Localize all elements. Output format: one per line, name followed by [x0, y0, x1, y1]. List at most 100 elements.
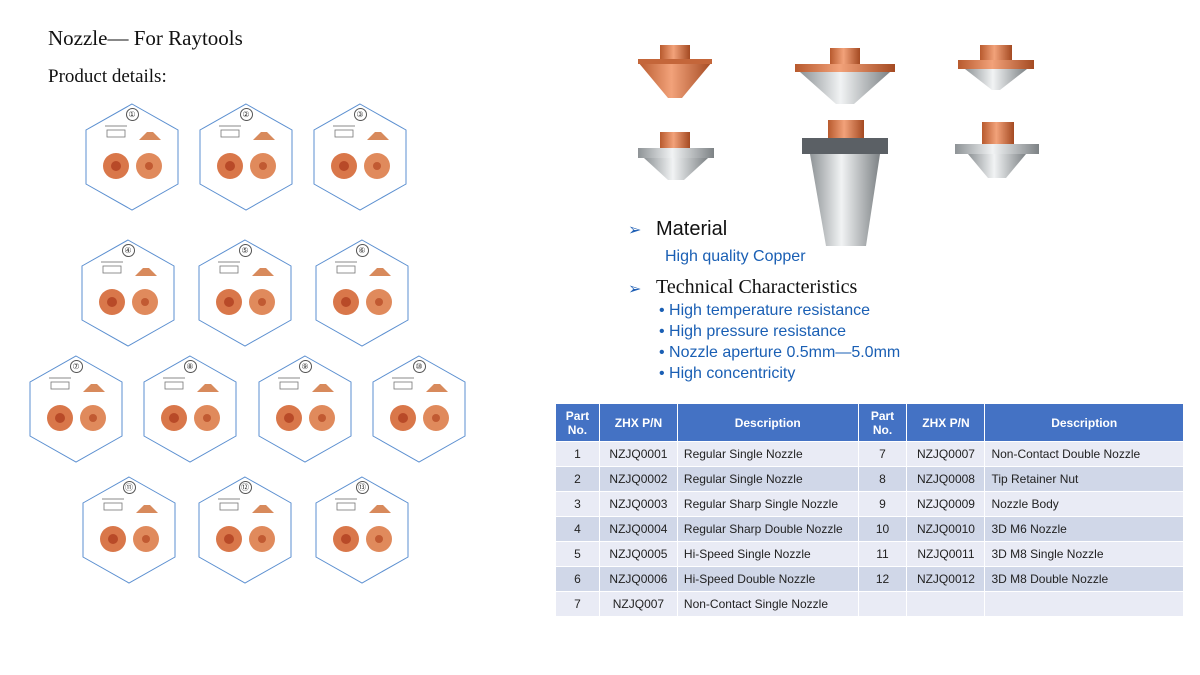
hexagon-frame-icon [199, 103, 293, 211]
bullet-arrow-icon: ➢ [628, 281, 642, 298]
catalog-item-3: ③ [311, 102, 409, 212]
catalog-item-5: ⑤ [196, 238, 294, 348]
nozzle-photo-1 [638, 45, 712, 98]
column-header: ZHX P/N [598, 403, 678, 442]
table-cell: NZJQ0010 [906, 516, 986, 542]
table-cell: 2 [555, 466, 600, 492]
hexagon-frame-icon [82, 476, 176, 584]
table-cell: Hi-Speed Double Nozzle [676, 566, 859, 592]
table-cell: NZJQ0008 [906, 466, 986, 492]
table-cell: Non-Contact Double Nozzle [984, 441, 1184, 467]
column-header: Part No. [555, 403, 600, 442]
catalog-number: ⑦ [27, 360, 125, 373]
page-title: Nozzle— For Raytools [48, 26, 243, 50]
nozzle-photo-4 [638, 132, 714, 180]
table-cell: 10 [857, 516, 908, 542]
catalog-number: ⑤ [196, 244, 294, 257]
catalog-item-2: ② [197, 102, 295, 212]
hexagon-frame-icon [29, 355, 123, 463]
table-cell: 7 [555, 591, 600, 617]
section-subtitle: Product details: [48, 66, 167, 87]
catalog-number: ⑧ [141, 360, 239, 373]
column-header: Description [676, 403, 859, 442]
hexagon-frame-icon [315, 239, 409, 347]
catalog-item-11: ⑪ [80, 475, 178, 585]
table-cell: Regular Single Nozzle [676, 441, 859, 467]
table-cell: Non-Contact Single Nozzle [676, 591, 859, 617]
table-cell: NZJQ0007 [906, 441, 986, 467]
nozzle-photo-2 [795, 48, 895, 104]
catalog-number: ⑩ [370, 360, 468, 373]
nozzle-photo-6 [955, 122, 1039, 178]
bullet-arrow-icon: ➢ [628, 222, 642, 239]
tech-item: • High concentricity [659, 365, 796, 382]
table-cell: Hi-Speed Single Nozzle [676, 541, 859, 567]
table-cell: 1 [555, 441, 600, 467]
table-cell [857, 591, 908, 617]
hexagon-frame-icon [315, 476, 409, 584]
catalog-number: ④ [79, 244, 177, 257]
column-header: ZHX P/N [906, 403, 986, 442]
table-cell: 9 [857, 491, 908, 517]
hexagon-frame-icon [372, 355, 466, 463]
table-cell: Tip Retainer Nut [984, 466, 1184, 492]
hexagon-frame-icon [198, 476, 292, 584]
column-header: Description [984, 403, 1184, 442]
table-cell: Regular Sharp Single Nozzle [676, 491, 859, 517]
table-cell: NZJQ0004 [598, 516, 678, 542]
column-header: Part No. [857, 403, 908, 442]
catalog-item-10: ⑩ [370, 354, 468, 464]
tech-item: • Nozzle aperture 0.5mm—5.0mm [659, 344, 901, 361]
table-cell: 3 [555, 491, 600, 517]
catalog-number: ⑬ [313, 481, 411, 494]
hexagon-frame-icon [313, 103, 407, 211]
hexagon-frame-icon [198, 239, 292, 347]
catalog-number: ⑥ [313, 244, 411, 257]
catalog-item-8: ⑧ [141, 354, 239, 464]
tech-item: • High pressure resistance [659, 323, 847, 340]
table-cell: NZJQ0001 [598, 441, 678, 467]
technical-heading: Technical Characteristics [656, 276, 858, 298]
table-cell: Nozzle Body [984, 491, 1184, 517]
table-cell [906, 591, 986, 617]
table-cell: NZJQ0003 [598, 491, 678, 517]
table-cell: Regular Single Nozzle [676, 466, 859, 492]
table-cell: NZJQ0011 [906, 541, 986, 567]
catalog-item-9: ⑨ [256, 354, 354, 464]
table-cell: 12 [857, 566, 908, 592]
catalog-number: ② [197, 108, 295, 121]
catalog-item-12: ⑫ [196, 475, 294, 585]
hexagon-frame-icon [258, 355, 352, 463]
table-cell: NZJQ0009 [906, 491, 986, 517]
table-cell [984, 591, 1184, 617]
table-cell: NZJQ007 [598, 591, 678, 617]
table-cell: NZJQ0006 [598, 566, 678, 592]
table-cell: 3D M6 Nozzle [984, 516, 1184, 542]
catalog-number: ③ [311, 108, 409, 121]
catalog-item-7: ⑦ [27, 354, 125, 464]
tech-item: • High temperature resistance [659, 302, 871, 319]
catalog-item-13: ⑬ [313, 475, 411, 585]
nozzle-photo-group [638, 45, 1039, 246]
table-cell: 6 [555, 566, 600, 592]
table-header-row: Part No. ZHX P/N Description Part No. ZH… [555, 403, 1184, 442]
material-heading: Material [656, 218, 728, 240]
table-cell: NZJQ0002 [598, 466, 678, 492]
catalog-item-4: ④ [79, 238, 177, 348]
product-photos [630, 40, 1050, 250]
catalog-number: ① [83, 108, 181, 121]
catalog-number: ⑪ [80, 481, 178, 494]
table-cell: 4 [555, 516, 600, 542]
catalog-item-1: ① [83, 102, 181, 212]
hexagon-frame-icon [85, 103, 179, 211]
table-cell: Regular Sharp Double Nozzle [676, 516, 859, 542]
nozzle-photo-3 [958, 45, 1034, 90]
table-cell: 3D M8 Single Nozzle [984, 541, 1184, 567]
table-cell: 5 [555, 541, 600, 567]
